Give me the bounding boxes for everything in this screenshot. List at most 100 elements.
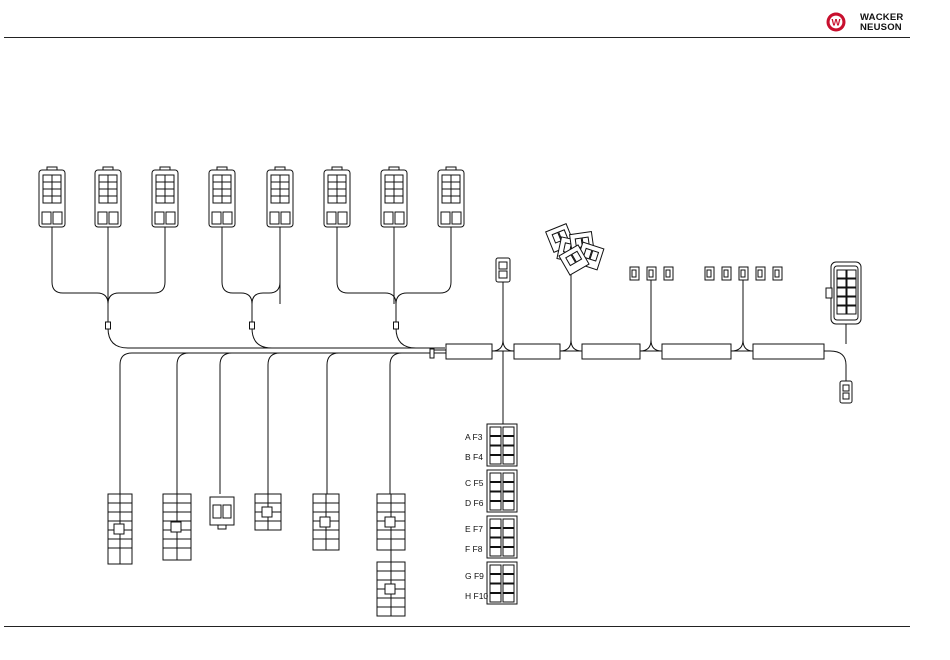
connector-pin bbox=[741, 270, 745, 277]
connector-latch bbox=[826, 288, 832, 298]
sensor-connector bbox=[739, 267, 748, 280]
fuse-label: E F7 bbox=[465, 524, 483, 534]
connector-pin bbox=[109, 212, 118, 224]
connector-pin bbox=[320, 517, 330, 527]
top-connector bbox=[95, 167, 121, 227]
connector-pin bbox=[499, 271, 507, 278]
fuse-slot bbox=[490, 548, 501, 557]
connector-bottom-4 bbox=[255, 494, 281, 530]
fuse-slot bbox=[503, 575, 514, 584]
connector-pin bbox=[171, 522, 181, 532]
end-connector bbox=[840, 381, 852, 403]
fuse-block bbox=[487, 516, 517, 558]
branch-splice bbox=[250, 322, 255, 329]
fuse-slot bbox=[503, 427, 514, 436]
connector-bottom-3 bbox=[210, 497, 234, 529]
small-relay-connector bbox=[496, 258, 510, 282]
wire bbox=[268, 353, 430, 494]
fuse-label: C F5 bbox=[465, 478, 483, 488]
connector-pin bbox=[632, 270, 636, 277]
connectors bbox=[39, 167, 861, 616]
sensor-connector bbox=[664, 267, 673, 280]
connector-bottom-5 bbox=[313, 494, 339, 550]
harness-section bbox=[582, 344, 640, 359]
top-connector bbox=[209, 167, 235, 227]
top-connector bbox=[152, 167, 178, 227]
fuse-slot bbox=[490, 575, 501, 584]
fuse-slot bbox=[503, 492, 514, 501]
branch-splice bbox=[394, 322, 399, 329]
wire bbox=[651, 340, 662, 351]
harness-section bbox=[446, 344, 492, 359]
connector-pin bbox=[338, 212, 347, 224]
sensor-connector bbox=[647, 267, 656, 280]
connector-pin bbox=[98, 212, 107, 224]
connector-pin bbox=[666, 270, 670, 277]
fuse-label: D F6 bbox=[465, 498, 483, 508]
sensor-connector bbox=[630, 267, 639, 280]
harness-section bbox=[662, 344, 731, 359]
wire bbox=[390, 353, 430, 494]
connector-bottom-2 bbox=[163, 494, 191, 560]
fuse-label: A F3 bbox=[465, 432, 482, 442]
fuse-slot bbox=[503, 584, 514, 593]
connector-pin bbox=[837, 288, 846, 296]
connector-latch bbox=[218, 525, 226, 529]
fuse-slot bbox=[490, 538, 501, 547]
connector-pin bbox=[499, 262, 507, 269]
fuse-slot bbox=[490, 456, 501, 465]
connector-pin bbox=[847, 306, 856, 314]
connector-pin bbox=[223, 505, 231, 518]
sensor-connector bbox=[722, 267, 731, 280]
connector-pin bbox=[758, 270, 762, 277]
connector-pin bbox=[847, 297, 856, 305]
top-connector bbox=[324, 167, 350, 227]
fuse-slot bbox=[503, 529, 514, 538]
harness-section bbox=[514, 344, 560, 359]
fuse-slot bbox=[503, 473, 514, 482]
connector-pin bbox=[166, 212, 175, 224]
wire bbox=[743, 340, 753, 351]
connector-pin bbox=[837, 306, 846, 314]
wire bbox=[177, 353, 430, 494]
sensor-connector bbox=[705, 267, 714, 280]
fuse-slot bbox=[503, 502, 514, 511]
branch-splice bbox=[106, 322, 111, 329]
fuse-slot bbox=[490, 584, 501, 593]
fuse-slot bbox=[503, 594, 514, 603]
fuse-slot bbox=[503, 565, 514, 574]
connector-pin bbox=[385, 517, 395, 527]
fuse-slot bbox=[490, 473, 501, 482]
fuse-slot bbox=[490, 529, 501, 538]
wire bbox=[120, 353, 430, 494]
connector-pin bbox=[114, 524, 124, 534]
connector-pin bbox=[395, 212, 404, 224]
fuse-block bbox=[487, 470, 517, 512]
wire bbox=[252, 304, 445, 348]
connector-pin bbox=[212, 212, 221, 224]
wire bbox=[640, 280, 651, 351]
connector-pin bbox=[441, 212, 450, 224]
fuse-slot bbox=[490, 483, 501, 492]
connector-pin bbox=[649, 270, 653, 277]
wire bbox=[222, 227, 252, 304]
harness-section bbox=[753, 344, 824, 359]
wire bbox=[731, 280, 743, 351]
wire bbox=[571, 340, 582, 351]
wire bbox=[396, 304, 445, 348]
fuse-slot bbox=[490, 437, 501, 446]
connector-pin bbox=[213, 505, 221, 518]
main-ecu-connector bbox=[826, 262, 861, 324]
wire bbox=[52, 227, 108, 304]
connector-pin bbox=[775, 270, 779, 277]
connector-pin bbox=[155, 212, 164, 224]
wire bbox=[327, 353, 430, 494]
sensor-connector bbox=[773, 267, 782, 280]
wire bbox=[220, 353, 430, 494]
fuse-slot bbox=[490, 492, 501, 501]
fuse-label: B F4 bbox=[465, 452, 483, 462]
connector-pin bbox=[843, 385, 849, 391]
trunk-splice bbox=[430, 349, 434, 358]
fuse-slot bbox=[503, 548, 514, 557]
